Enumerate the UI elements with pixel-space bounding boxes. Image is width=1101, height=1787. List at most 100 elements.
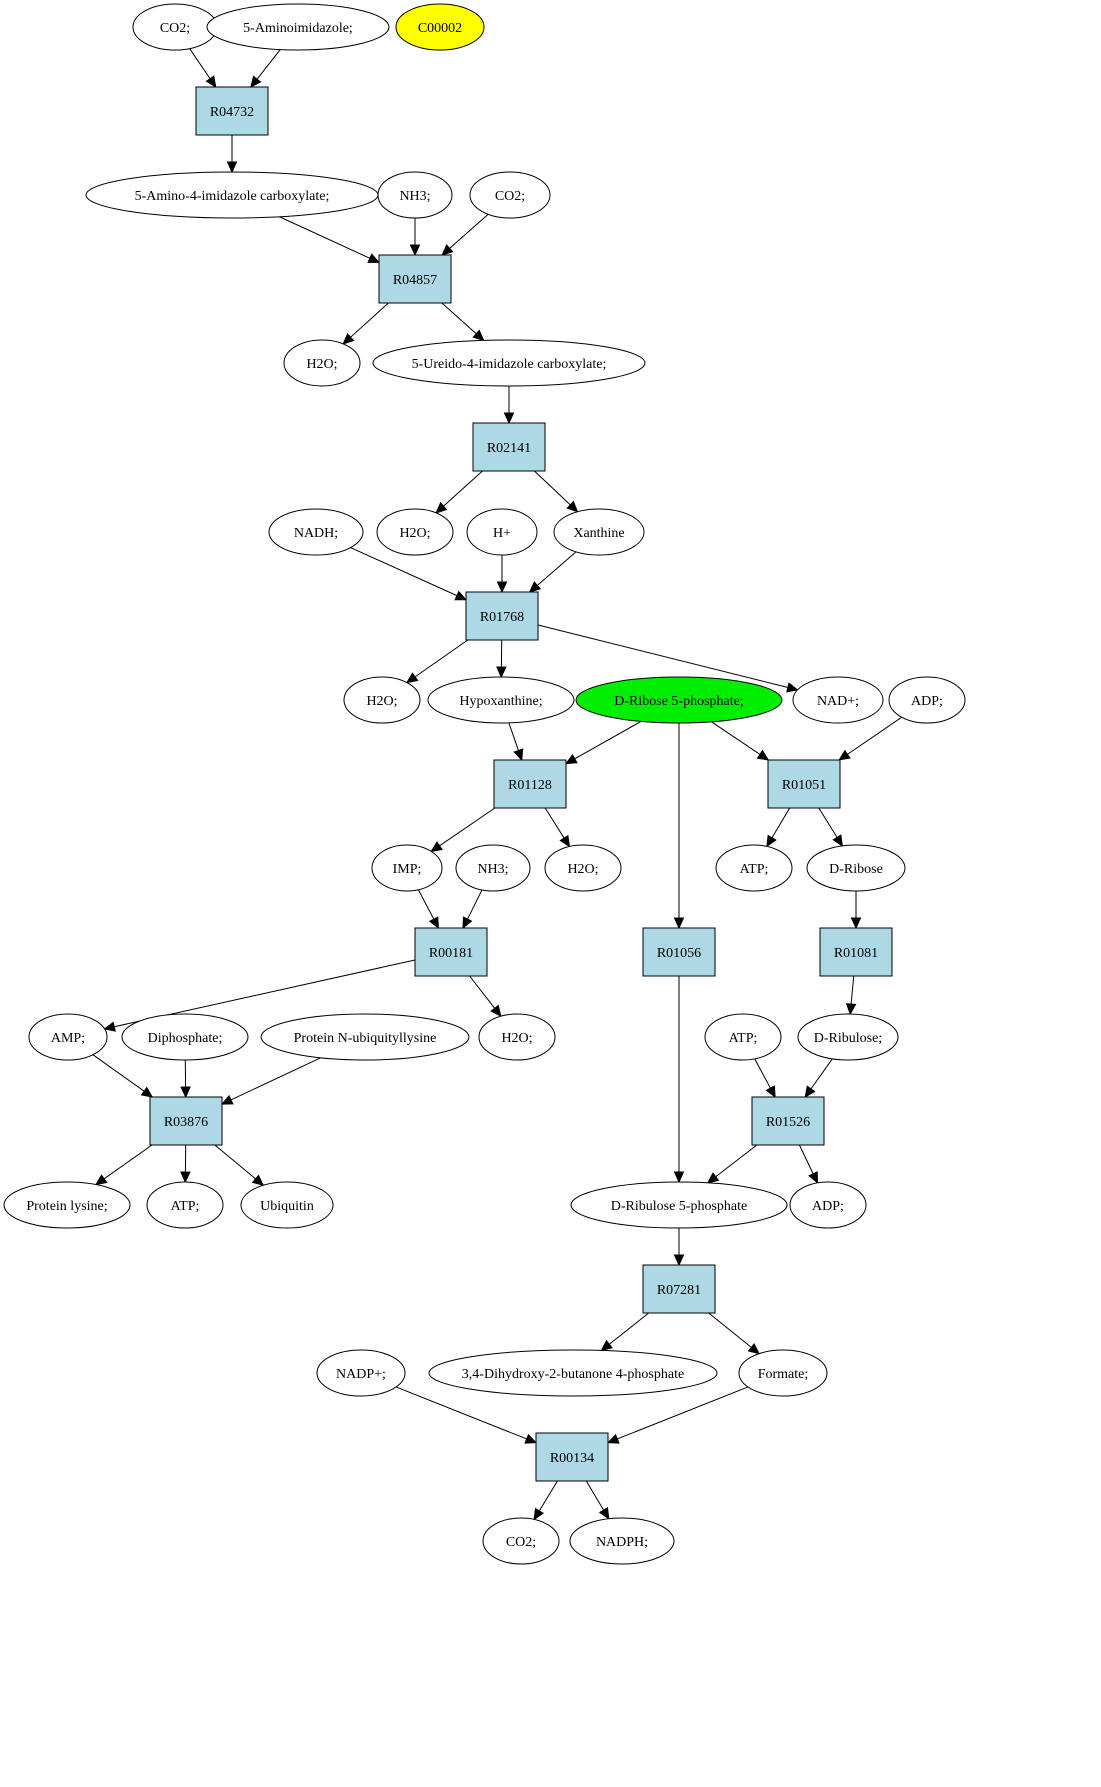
node-label: R01056 — [657, 946, 701, 961]
compound-node-adp[interactable]: ADP; — [888, 676, 966, 724]
compound-node-nh3[interactable]: NH3; — [377, 171, 453, 219]
compound-node-5-aminoimidazole[interactable]: 5-Aminoimidazole; — [206, 3, 390, 51]
edge-line — [92, 1054, 145, 1092]
compound-ellipse — [715, 844, 793, 892]
edge-d-ribose-5-phosphate-to-r01056 — [673, 723, 685, 930]
compound-node-amp[interactable]: AMP; — [28, 1013, 108, 1061]
node-label: 5-Aminoimidazole; — [243, 21, 353, 36]
compound-node-5-ureido-4-imidazole-carboxylate[interactable]: 5-Ureido-4-imidazole carboxylate; — [372, 339, 646, 387]
compound-node-nh3[interactable]: NH3; — [455, 844, 531, 892]
compound-node-xanthine[interactable]: Xanthine — [553, 508, 645, 556]
compound-node-co2[interactable]: CO2; — [469, 171, 551, 219]
compound-node-d-ribulose-5-phosphate[interactable]: D-Ribulose 5-phosphate — [570, 1181, 788, 1229]
reaction-node-r01081[interactable]: R01081 — [819, 927, 893, 977]
node-label: R01768 — [480, 610, 524, 625]
arrowhead-icon — [342, 332, 355, 345]
compound-node-nad[interactable]: NAD+; — [792, 676, 884, 724]
arrowhead-icon — [496, 666, 507, 679]
edge-r00134-to-co2 — [533, 1480, 558, 1521]
reaction-box — [751, 1096, 825, 1146]
arrowhead-icon — [559, 834, 571, 848]
compound-node-c00002[interactable]: C00002 — [395, 3, 485, 51]
node-label: R00134 — [550, 1451, 594, 1466]
compound-node-atp[interactable]: ATP; — [704, 1013, 782, 1061]
compound-node-3-4-dihydroxy-2-butanone-4-phosphate[interactable]: 3,4-Dihydroxy-2-butanone 4-phosphate — [428, 1349, 718, 1397]
compound-ellipse — [377, 171, 453, 219]
compound-node-h[interactable]: H+ — [466, 508, 538, 556]
edge-d-ribulose-5-phosphate-to-r07281 — [673, 1228, 685, 1267]
compound-node-h2o[interactable]: H2O; — [343, 676, 421, 724]
compound-node-atp[interactable]: ATP; — [715, 844, 793, 892]
edge-line — [443, 470, 483, 507]
reaction-node-r01051[interactable]: R01051 — [767, 759, 841, 809]
compound-node-atp[interactable]: ATP; — [146, 1181, 224, 1229]
compound-node-diphosphate[interactable]: Diphosphate; — [121, 1013, 249, 1061]
edge-line — [617, 1386, 749, 1440]
compound-ellipse — [469, 171, 551, 219]
compound-node-h2o[interactable]: H2O; — [544, 844, 622, 892]
reaction-node-r01056[interactable]: R01056 — [642, 927, 716, 977]
reaction-node-r01526[interactable]: R01526 — [751, 1096, 825, 1146]
compound-node-5-amino-4-imidazole-carboxylate[interactable]: 5-Amino-4-imidazole carboxylate; — [85, 171, 379, 219]
reaction-node-r01768[interactable]: R01768 — [465, 591, 539, 641]
compound-node-d-ribulose[interactable]: D-Ribulose; — [797, 1013, 899, 1061]
reaction-node-r04857[interactable]: R04857 — [378, 254, 452, 304]
edge-adp-to-r01051 — [838, 716, 903, 761]
arrowhead-icon — [673, 1254, 685, 1267]
reaction-node-r00181[interactable]: R00181 — [414, 927, 488, 977]
edge-d-ribose-5-phosphate-to-r01128 — [564, 720, 642, 765]
compound-ellipse — [455, 844, 531, 892]
compound-node-adp[interactable]: ADP; — [789, 1181, 867, 1229]
compound-node-hypoxanthine[interactable]: Hypoxanthine; — [427, 676, 575, 724]
compound-ellipse — [260, 1013, 470, 1061]
arrowhead-icon — [598, 1507, 610, 1520]
node-label: H2O; — [306, 357, 337, 372]
arrowhead-icon — [528, 581, 542, 593]
compound-node-nadph[interactable]: NADPH; — [569, 1517, 675, 1565]
edge-line — [818, 807, 838, 838]
edge-line — [230, 1057, 321, 1101]
compound-ellipse — [395, 3, 485, 51]
node-label: ADP; — [812, 1199, 844, 1214]
node-label: H2O; — [366, 694, 397, 709]
reaction-box — [819, 927, 893, 977]
compound-ellipse — [570, 1181, 788, 1229]
compound-node-protein-n-ubiquityllysine[interactable]: Protein N-ubiquityllysine — [260, 1013, 470, 1061]
node-label: Xanthine — [573, 526, 624, 541]
compound-node-d-ribose-5-phosphate[interactable]: D-Ribose 5-phosphate; — [575, 676, 783, 724]
node-label: AMP; — [51, 1031, 85, 1046]
compound-node-co2[interactable]: CO2; — [482, 1517, 560, 1565]
compound-node-protein-lysine[interactable]: Protein lysine; — [3, 1181, 131, 1229]
compound-ellipse — [569, 1517, 675, 1565]
node-label: D-Ribose — [829, 862, 883, 877]
compound-node-imp[interactable]: IMP; — [371, 844, 443, 892]
edge-5-aminoimidazole-to-r04732 — [250, 49, 281, 88]
compound-ellipse — [316, 1349, 406, 1397]
compound-node-nadh[interactable]: NADH; — [268, 508, 364, 556]
reaction-node-r03876[interactable]: R03876 — [149, 1096, 223, 1146]
compound-ellipse — [283, 339, 361, 387]
arrowhead-icon — [786, 682, 799, 693]
compound-node-formate[interactable]: Formate; — [738, 1349, 828, 1397]
reaction-node-r00134[interactable]: R00134 — [535, 1432, 609, 1482]
node-label: R01051 — [782, 778, 826, 793]
edge-line — [417, 889, 435, 920]
compound-ellipse — [371, 844, 443, 892]
node-label: CO2; — [495, 189, 525, 204]
compound-node-d-ribose[interactable]: D-Ribose — [806, 844, 906, 892]
edge-line — [847, 716, 903, 755]
compound-node-h2o[interactable]: H2O; — [376, 508, 454, 556]
compound-node-co2[interactable]: CO2; — [132, 3, 218, 51]
compound-ellipse — [553, 508, 645, 556]
reaction-node-r04732[interactable]: R04732 — [195, 86, 269, 136]
compound-node-h2o[interactable]: H2O; — [283, 339, 361, 387]
compound-node-ubiquitin[interactable]: Ubiquitin — [240, 1181, 334, 1229]
compound-node-h2o[interactable]: H2O; — [478, 1013, 556, 1061]
arrowhead-icon — [250, 75, 262, 88]
arrowhead-icon — [600, 1339, 613, 1352]
edge-line — [350, 547, 458, 597]
compound-node-nadp[interactable]: NADP+; — [316, 1349, 406, 1397]
reaction-node-r07281[interactable]: R07281 — [642, 1264, 716, 1314]
reaction-node-r01128[interactable]: R01128 — [493, 759, 567, 809]
reaction-node-r02141[interactable]: R02141 — [472, 422, 546, 472]
